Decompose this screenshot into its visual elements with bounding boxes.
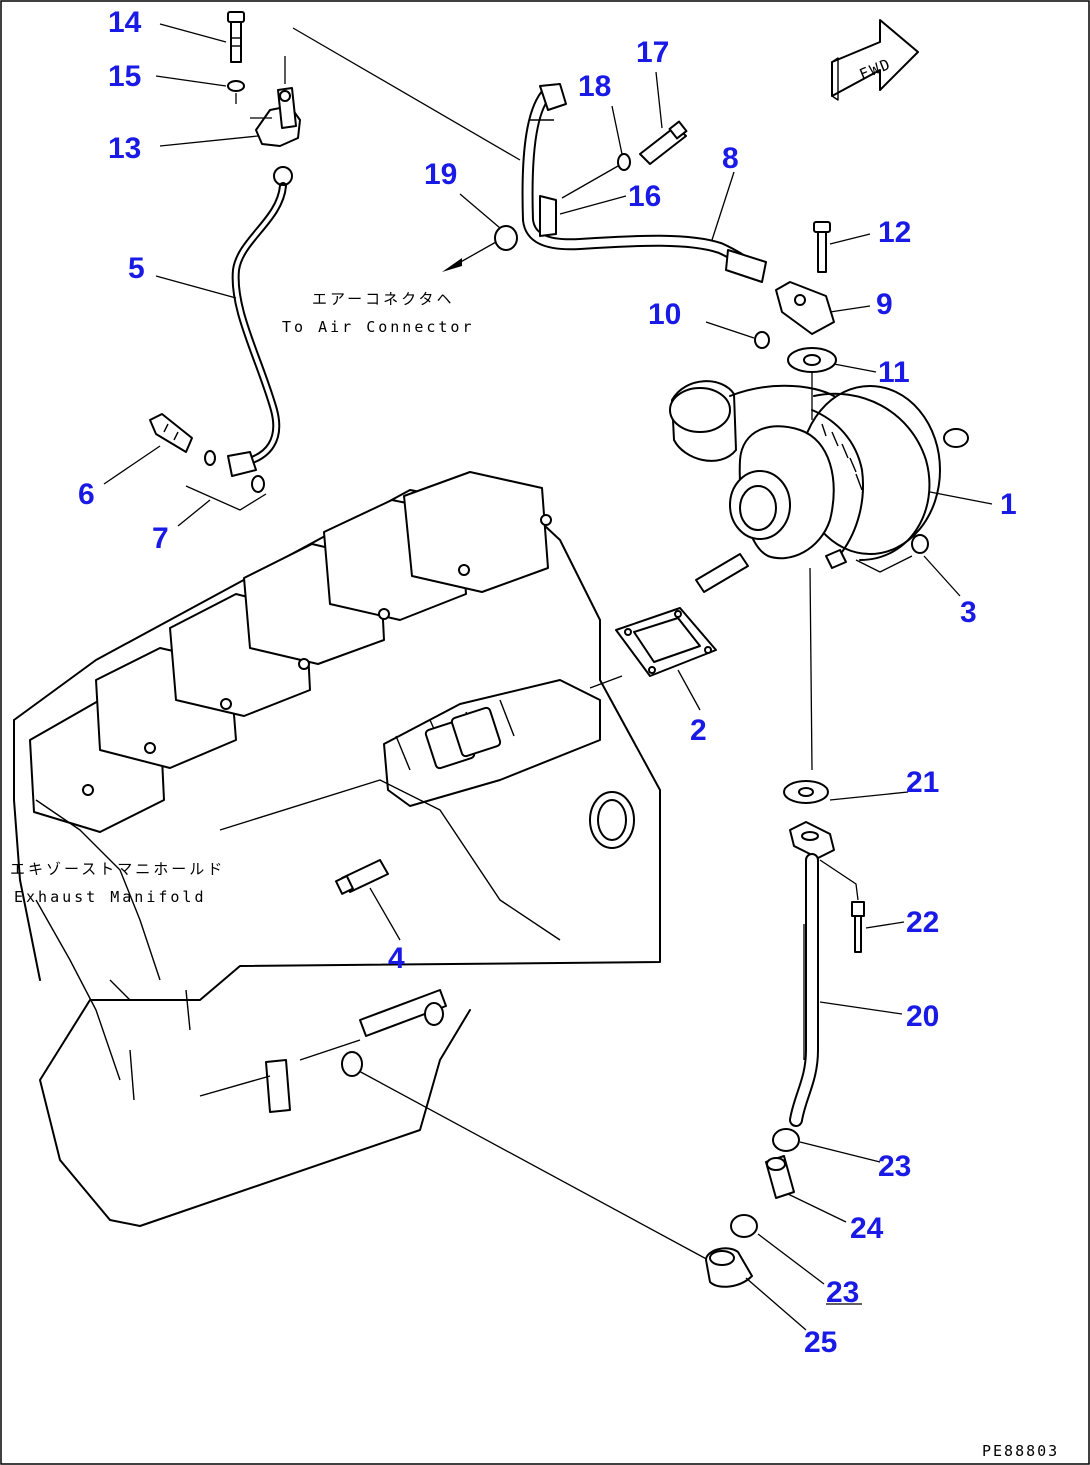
callout-23-upper: 23: [878, 1150, 911, 1183]
callout-25: 25: [804, 1326, 837, 1359]
bolt-part: [227, 11, 245, 63]
leader-line: [292, 27, 521, 161]
callout-3: 3: [960, 596, 977, 629]
callout-12: 12: [878, 216, 911, 249]
engine-block-part: [13, 471, 661, 1227]
callout-24: 24: [850, 1212, 884, 1245]
oil-pipe-part: [227, 166, 293, 477]
nut-part: [911, 534, 929, 554]
callout-6: 6: [78, 478, 95, 511]
callout-13: 13: [108, 132, 141, 165]
callout-1: 1: [1000, 488, 1017, 521]
washer-part: [617, 153, 631, 171]
callout-4: 4: [388, 942, 405, 975]
nut-part: [754, 331, 770, 349]
arrow-icon: [442, 258, 462, 272]
gasket-part: [251, 475, 265, 493]
callout-labels: 14 15 13 5 6 7 18 17 19 16 8 12 9 10 11 …: [78, 6, 1017, 1359]
bolt-part: [851, 901, 865, 953]
gasket-part: [787, 347, 837, 373]
leader-line: [356, 1069, 713, 1263]
drain-pipe-part: [789, 853, 819, 1127]
callout-22: 22: [906, 906, 939, 939]
gasket-part: [783, 780, 829, 804]
callout-20: 20: [906, 1000, 939, 1033]
callout-23-lower: 23: [826, 1276, 859, 1309]
callout-15: 15: [108, 60, 141, 93]
bolt-part: [639, 120, 688, 165]
clip-part: [539, 195, 557, 237]
callout-2: 2: [690, 714, 707, 747]
callout-19: 19: [424, 158, 457, 191]
elbow-part: [705, 1247, 753, 1288]
callout-8: 8: [722, 142, 739, 175]
flange-part: [775, 281, 835, 335]
callout-9: 9: [876, 288, 893, 321]
exhaust-manifold-note-jp: エキゾーストマニホールド: [10, 860, 225, 878]
flange-part: [789, 821, 835, 859]
gasket-part: [204, 450, 216, 466]
connector-bolt-part: [149, 413, 193, 453]
callout-11: 11: [878, 356, 910, 389]
turbocharger-part: [669, 380, 969, 569]
callout-14: 14: [108, 6, 142, 39]
stud-part: [695, 553, 749, 593]
hose-clamp-part: [772, 1128, 800, 1152]
air-pipe-part: [521, 83, 767, 283]
hose-clamp-part: [730, 1214, 758, 1238]
exhaust-manifold-note-en: Exhaust Manifold: [14, 888, 207, 906]
air-connector-note-jp: エアーコネクタヘ: [312, 290, 455, 308]
gasket-part: [615, 607, 717, 677]
callout-18: 18: [578, 70, 611, 103]
callout-7: 7: [152, 522, 169, 555]
drawing-code: PE88803: [982, 1442, 1059, 1460]
bolt-part: [334, 859, 389, 895]
bracket-part: [250, 56, 301, 147]
forward-arrow-icon: FWD: [831, 19, 919, 101]
bolt-part: [813, 221, 831, 273]
callout-21: 21: [906, 766, 939, 799]
callout-16: 16: [628, 180, 661, 213]
callout-17: 17: [636, 36, 669, 69]
air-connector-note-en: To Air Connector: [282, 318, 475, 336]
washer-part: [227, 80, 245, 92]
hose-part: [765, 1155, 795, 1199]
leader-lines: [103, 23, 993, 1331]
callout-10: 10: [648, 298, 681, 331]
hose-part: [494, 225, 518, 251]
callout-5: 5: [128, 252, 145, 285]
